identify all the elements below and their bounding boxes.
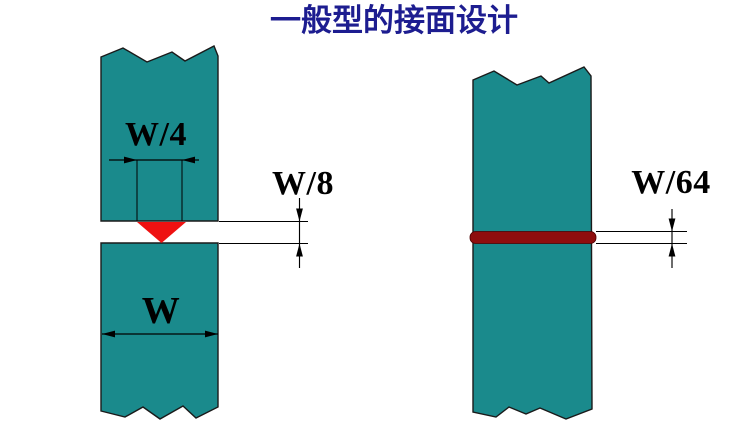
stripe-height-label: W/64 <box>631 164 711 201</box>
w8-dimension <box>219 198 308 268</box>
adhesive-stripe <box>469 231 597 244</box>
w-dimension <box>102 330 218 338</box>
w8-down-arrow-icon <box>296 208 303 222</box>
w-right-arrow-icon <box>205 330 218 338</box>
w4-left-arrow-icon <box>124 156 137 164</box>
gap-height-label: W/8 <box>272 165 334 202</box>
w4-dimension <box>109 156 199 221</box>
bar-width-label: W <box>141 290 181 332</box>
w8-up-arrow-icon <box>296 243 303 257</box>
w64-down-arrow-icon <box>668 218 676 232</box>
left-bar-upper-section <box>100 45 219 222</box>
w64-dimension <box>596 209 687 268</box>
w64-up-arrow-icon <box>668 243 676 257</box>
w-left-arrow-icon <box>102 330 115 338</box>
slide-title: 一般型的接面设计 <box>270 3 518 39</box>
w4-right-arrow-icon <box>182 156 195 164</box>
notch-width-label: W/4 <box>125 116 187 153</box>
v-notch-triangle <box>137 222 186 243</box>
left-specimen <box>100 45 219 420</box>
left-bar-lower-section <box>100 242 219 420</box>
